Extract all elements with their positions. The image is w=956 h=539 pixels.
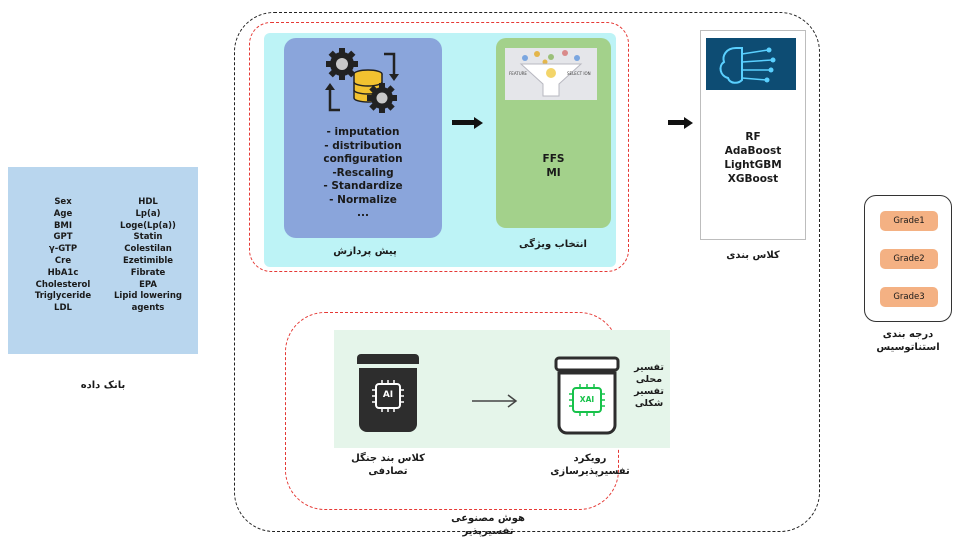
feature-item: EPA [139,279,157,290]
right-arrow-icon [472,394,518,408]
pipeline-container [234,12,820,532]
interpretability-approach-label: رویکرد تفسیرپذیرسازی [540,452,640,478]
feature-item: HDL [138,197,158,207]
preprocessing-label: پیش پردازش [333,246,397,257]
model-item: LightGBM [724,159,782,171]
method-item: MI [546,167,561,179]
model-item: AdaBoost [724,145,782,157]
feature-item: Sex [54,197,72,207]
feature-list-right: HDL Lp(a) Loge(Lp(a)) Statin Colestilan … [108,197,188,315]
feature-item: HbA1c [47,267,79,278]
preprocessing-step: - Standardize [323,180,403,192]
feature-item: Age [53,208,73,219]
feature-selection-label: انتخاب ویژگی [519,239,587,250]
preprocessing-step: - imputation [326,126,400,138]
feature-list-left: Sex Age BMI GPT γ-GTP Cre HbA1c Choleste… [28,197,98,315]
arrow-shaft [668,120,686,125]
feature-item: Cholesterol [35,279,91,290]
feature-item: Fibrate [130,267,166,278]
approach-label-line: تفسیرپذیرسازی [550,466,630,477]
classification-models: RF AdaBoost LightGBM XGBoost [700,130,806,186]
preprocessing-step: ... [357,207,369,219]
model-item: XGBoost [727,173,779,185]
arrow-head-icon [474,116,483,129]
approach-label-line: رویکرد [573,453,607,464]
grading-label-line: استناتوسیس [876,342,940,353]
ai-chip-label: AI [382,390,394,400]
model-item: RF [745,131,761,143]
data-bank-label: بانک داده [80,380,126,391]
xai-group-label: هوش مصنوعی تفسیرپذیر [438,512,538,538]
classification-image [706,38,796,90]
grade-badge: Grade3 [880,287,938,307]
classification-label: کلاس بندی [726,250,780,261]
ai-brain-icon [719,46,776,84]
feature-item: BMI [53,220,73,231]
feature-item: Lipid lowering [114,291,182,302]
xai-chip-label: XAI [579,395,595,404]
grading-box: Grade1 Grade2 Grade3 [864,195,952,322]
rf-label-line: تصادفی [368,466,408,477]
feature-item: GPT [53,232,73,243]
data-bank-box: Sex Age BMI GPT γ-GTP Cre HbA1c Choleste… [8,167,198,354]
black-box-icon [357,354,419,432]
preprocessing-group [249,22,629,272]
feature-item: γ-GTP [48,244,78,255]
glass-box-icon [554,356,620,435]
feature-item: Ezetimible [122,255,174,266]
rf-label-line: کلاس بند جنگل [351,453,425,464]
method-item: FFS [542,153,565,165]
feature-item: Cre [54,255,72,266]
feature-item: Loge(Lp(a)) [120,220,176,231]
feature-item: Colestilan [124,244,172,255]
preprocessing-steps: - imputation - distribution configuratio… [284,126,442,221]
grade-badge: Grade2 [880,249,938,269]
grading-label: درجه بندی استناتوسیس [860,328,956,354]
xai-group-label-line: تفسیرپذیر [462,526,514,537]
image-text: SELECT ION [567,71,591,76]
feature-selection-image: FEATURE SELECT ION [505,48,597,100]
gears-database-icon [325,48,399,113]
feature-item: LDL [54,303,72,314]
grading-label-line: درجه بندی [882,329,934,340]
feature-item: Triglyceride [34,291,92,302]
preprocessing-box: - imputation - distribution configuratio… [284,38,442,238]
preprocessing-step: -Rescaling [332,166,394,179]
random-forest-label: کلاس بند جنگل تصادفی [338,452,438,478]
grade-badge: Grade1 [880,211,938,231]
preprocessing-step: - distribution configuration [323,139,403,166]
feature-selection-methods: FFS MI [496,152,611,180]
preprocessing-step: - Normalize [329,193,397,206]
interpretation-labels: تفسیر محلی تفسیر شکلی [628,362,670,410]
feature-item: Lp(a) [135,208,161,219]
shape-interpretation-label: تفسیر شکلی [634,386,664,409]
local-interpretation-label: تفسیر محلی [634,362,664,385]
feature-item: Statin [133,232,163,243]
arrow-head-icon [684,116,693,129]
arrow-shaft [452,120,476,125]
feature-item: agents [131,303,165,314]
xai-group-label-line: هوش مصنوعی [451,513,525,524]
image-text: FEATURE [509,71,527,76]
funnel-icon [519,50,583,97]
